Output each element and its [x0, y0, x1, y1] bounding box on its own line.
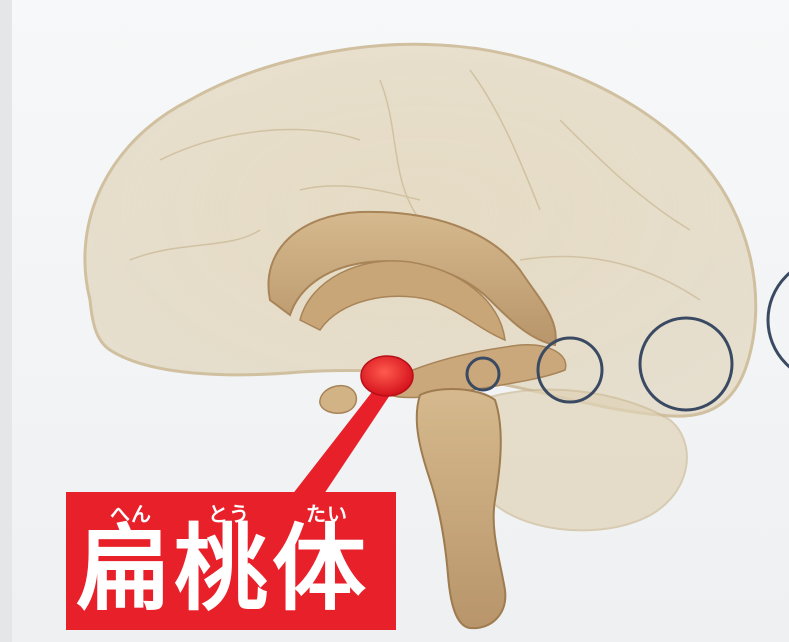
- cerebellum: [471, 390, 687, 531]
- olfactory-bulb: [320, 386, 357, 414]
- amygdala-label: へん とう たい 扁桃体: [66, 492, 396, 630]
- brainstem: [417, 389, 506, 628]
- amygdala: [361, 356, 413, 396]
- left-edge-strip: [0, 0, 12, 642]
- outline-circle-partial: [768, 258, 789, 382]
- amygdala-kanji-label: 扁桃体: [76, 520, 388, 620]
